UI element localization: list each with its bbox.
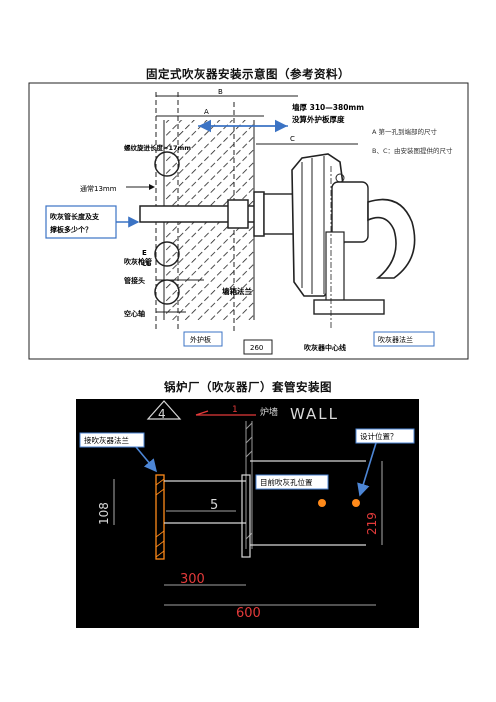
thread-length-label: 螺纹旋进长度≈17mm <box>124 143 191 152</box>
section-mark-4: 4 <box>158 407 166 421</box>
top-figure-title: 固定式吹灰器安装示意图（参考资料） <box>146 67 350 81</box>
question-box <box>45 205 117 239</box>
legend-bc: B、C：由安装图提供的尺寸 <box>372 146 453 155</box>
dim-108: 108 <box>97 502 111 525</box>
dim-a-label: A <box>204 108 209 116</box>
frame <box>28 82 469 360</box>
outer-plate-box <box>183 331 223 347</box>
dim-b-label: B <box>218 88 223 96</box>
conn-flange-box <box>79 432 145 448</box>
sleeve-install-drawing: 4 1 炉墙 WALL 5 108 219 300 600 <box>76 399 419 628</box>
wall-label: WALL <box>290 405 339 423</box>
pipe-joint-label: 管接头 <box>124 276 145 285</box>
dim-260-box <box>243 339 273 355</box>
conn-flange-label: 接吹灰器法兰 <box>84 435 129 445</box>
current-hole-marker <box>318 499 326 507</box>
boiler-tube <box>154 241 180 267</box>
pipe-coupling <box>227 199 249 229</box>
typical-13mm-label: 通常13mm <box>80 184 117 193</box>
question-line-1: 吹灰管长度及支 <box>50 212 100 221</box>
blow-tube-label: 吹灰枪管 <box>124 257 152 266</box>
sootblower-flange-box <box>373 331 435 347</box>
bottom-figure-title: 锅炉厂（吹灰器厂）套管安装图 <box>164 380 332 394</box>
dim-260: 260 <box>250 344 263 352</box>
sootblower-body <box>263 153 416 328</box>
dim-5: 5 <box>210 498 218 513</box>
boiler-tube <box>154 151 180 177</box>
legend-a: A 第一孔到端部的尺寸 <box>372 127 438 136</box>
dim-c-label: C <box>290 135 295 143</box>
current-position-box <box>255 474 329 490</box>
wall-thickness-note-2: 没算外护板厚度 <box>292 114 345 124</box>
dim-600: 600 <box>236 606 261 621</box>
question-line-2: 撑板多少个？ <box>50 225 92 234</box>
leader-mark: 1 <box>232 405 238 415</box>
wall-hatch <box>245 421 253 549</box>
current-position-label: 目前吹灰孔位置 <box>260 477 313 487</box>
section-triangle <box>146 400 182 420</box>
wall-thickness-note: 墙厚 310—380mm <box>292 102 364 112</box>
design-position-marker <box>352 499 360 507</box>
sootblower-flange-label: 吹灰器法兰 <box>378 335 413 344</box>
outer-plate-label: 外护板 <box>190 335 211 344</box>
dim-219: 219 <box>365 512 379 535</box>
furnace-wall-label: 炉墙 <box>260 406 278 418</box>
hollow-shaft-label: 空心轴 <box>124 309 145 318</box>
dim-300: 300 <box>180 572 205 587</box>
mark-cl: CL <box>142 260 151 268</box>
flange-outline <box>155 474 165 560</box>
wall-flange-label: 墙箱法兰 <box>222 286 252 296</box>
sootblower-install-diagram: B A C 墙厚 310—380mm 没算外护板厚度 螺纹旋进长度≈17mm A… <box>28 82 469 360</box>
design-position-box <box>355 428 415 444</box>
mark-e: E <box>142 249 147 257</box>
design-position-label: 设计位置？ <box>360 431 398 441</box>
wall-box-flange <box>253 191 265 237</box>
center-line-label: 吹灰器中心线 <box>304 343 346 352</box>
